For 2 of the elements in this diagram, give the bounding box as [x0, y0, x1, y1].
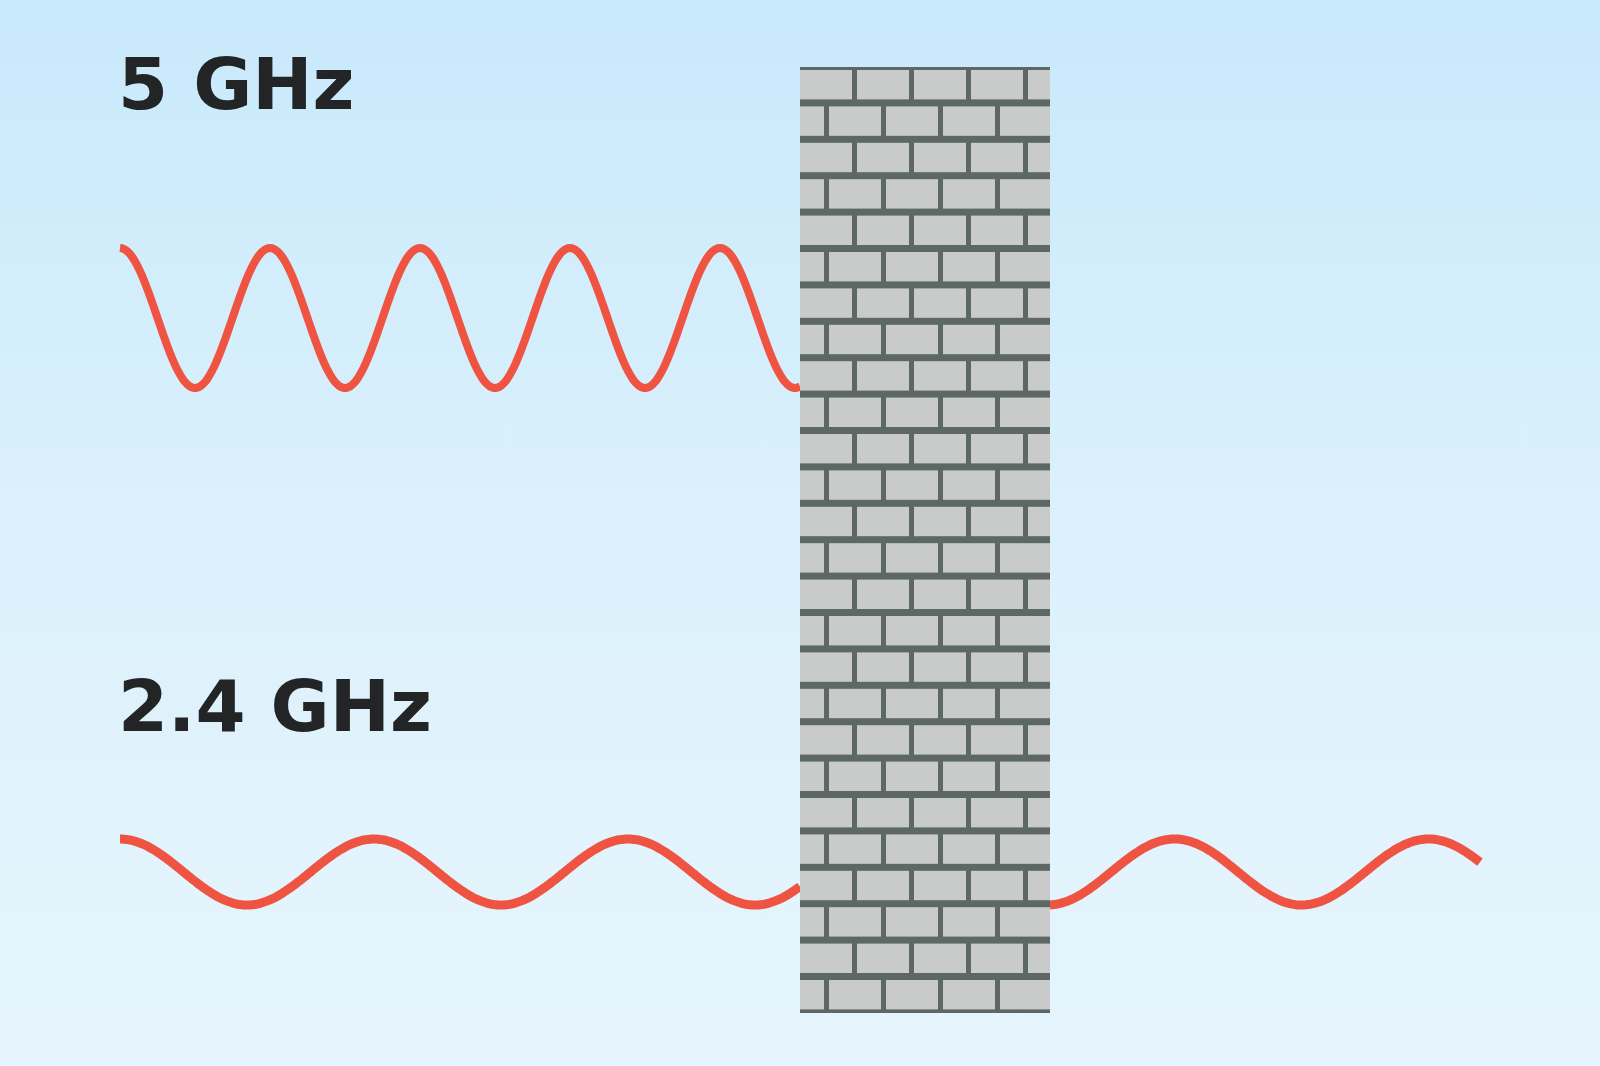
frequency-label: 2.4 GHz [118, 670, 432, 742]
frequency-label: 5 GHz [118, 48, 355, 120]
